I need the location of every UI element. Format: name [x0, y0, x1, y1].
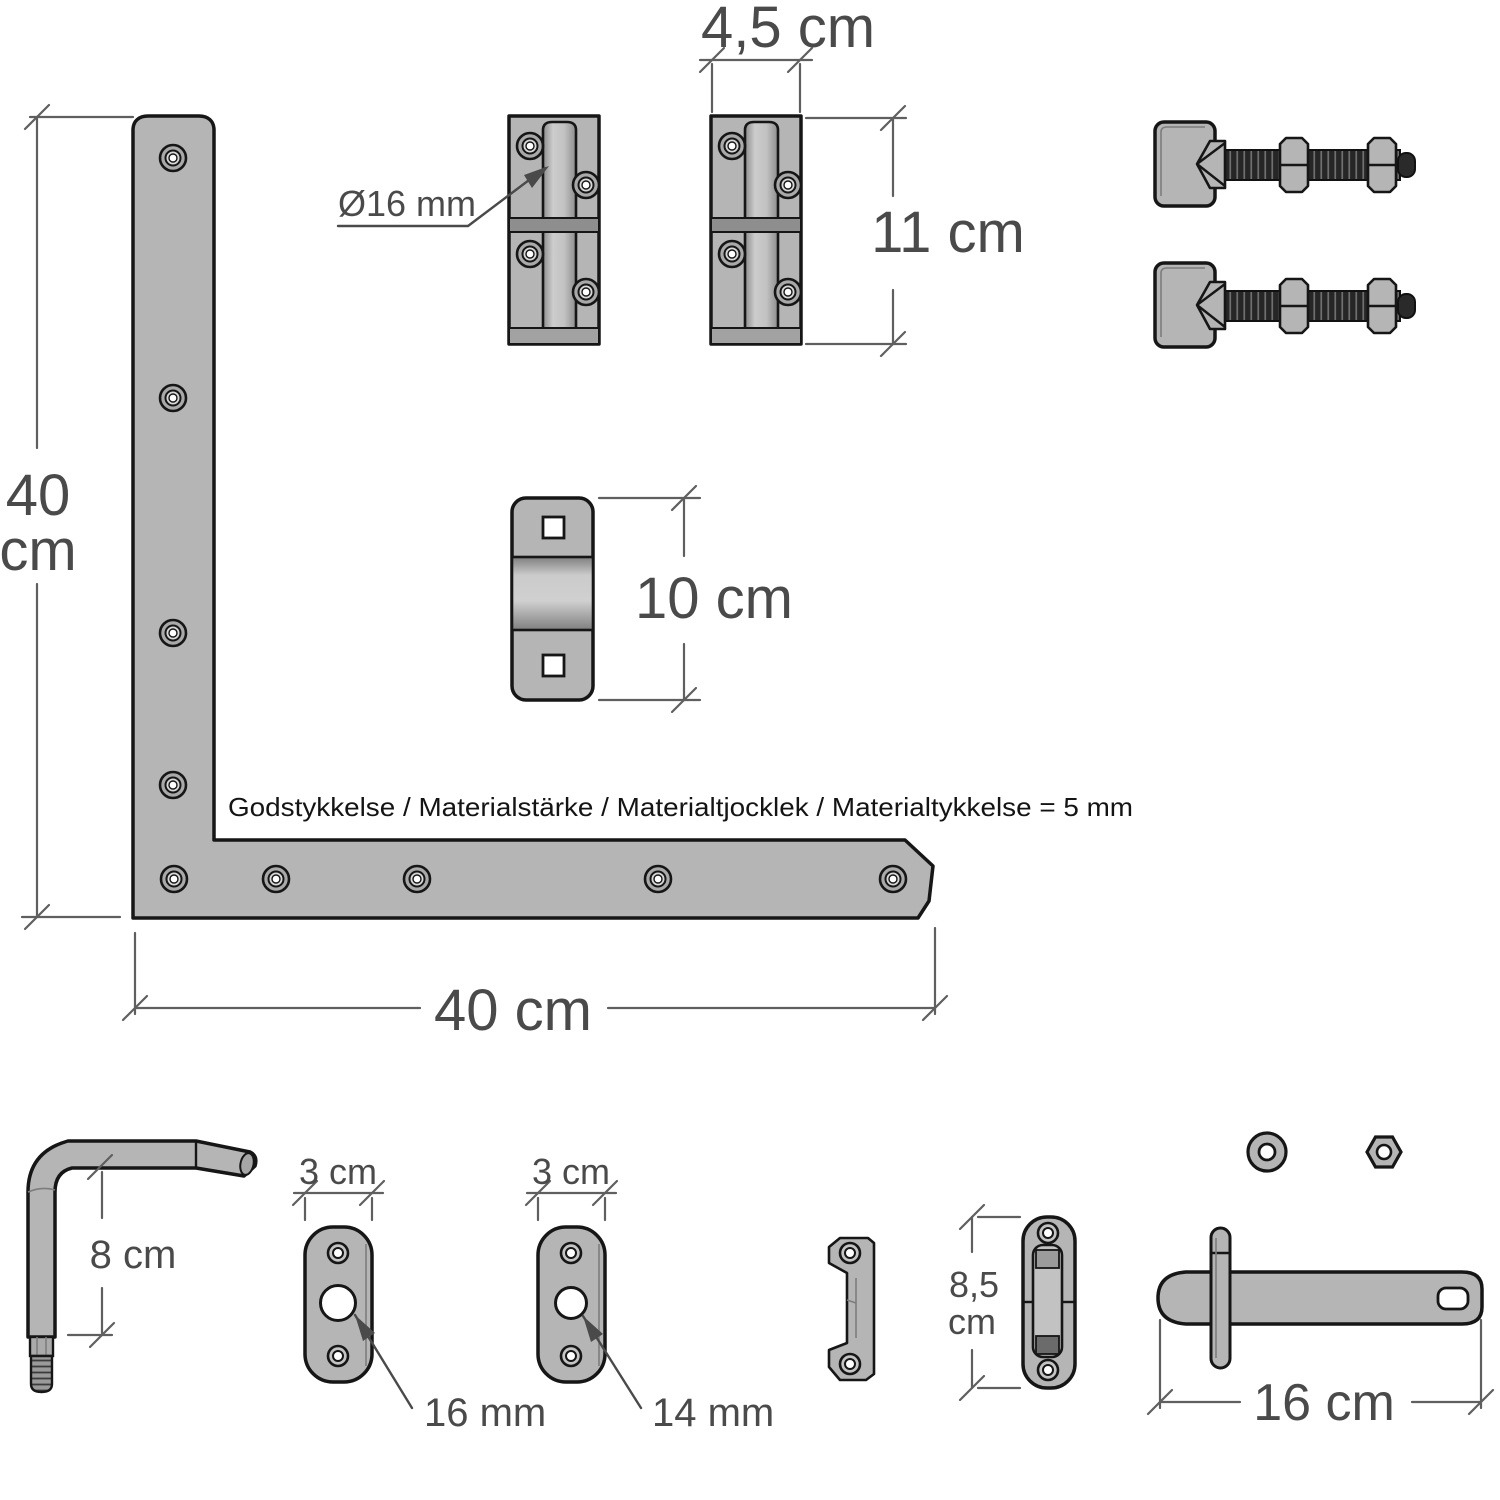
dim-hinge-width: 4,5 cm: [698, 0, 875, 114]
dim-label-hinge-width: 4,5 cm: [701, 0, 875, 60]
latch-bar-pin: [1209, 1226, 1232, 1370]
hinge-knuckle-gap: [508, 217, 600, 233]
mounting-plate-14mm: [536, 1225, 607, 1384]
pin-threaded-tip: [29, 1354, 54, 1394]
square-hole-bottom: [541, 653, 566, 678]
hex-nut: [1365, 1135, 1403, 1169]
dim-label-strap-width: 40 cm: [434, 978, 592, 1043]
hinge-knuckle-gap: [710, 217, 802, 233]
latch-slider-top: [1035, 1249, 1060, 1269]
bolt-head: [1195, 139, 1227, 190]
pin-tip-face: [239, 1152, 255, 1176]
square-hole-top: [541, 515, 566, 540]
dim-label-hinge-height: 11 cm: [871, 200, 1025, 265]
dim-strap-width: 40 cm: [121, 926, 949, 1043]
material-thickness-note: Godstykkelse / Materialstärke / Material…: [228, 792, 1133, 822]
washer: [1246, 1131, 1288, 1173]
hinge-plate-1: [507, 114, 601, 346]
center-hole-14mm: [554, 1286, 588, 1320]
hex-nut-on-rod: [1366, 277, 1398, 335]
hex-nut-on-rod: [1278, 136, 1310, 194]
rod-tip: [1397, 152, 1416, 178]
corner-pin-hook: [26, 1139, 258, 1394]
rod-tip: [1397, 293, 1416, 319]
callout-plate16-hole: 16 mm: [353, 1313, 546, 1435]
hinge-plate-2: [709, 114, 803, 346]
dim-bar-length: 16 cm: [1146, 1318, 1495, 1432]
dim-hinge-height: 11 cm: [804, 104, 1025, 358]
hex-nut-on-rod: [1278, 277, 1310, 335]
l-strap-body: [131, 114, 935, 920]
callout-label-14mm: 14 mm: [652, 1391, 774, 1435]
center-hole-16mm: [319, 1284, 357, 1322]
latch-keeper-body: [827, 1236, 876, 1382]
mounting-plate-16mm: [303, 1225, 374, 1384]
hinge-plate-1-foot: [508, 327, 600, 345]
center-roller-bracket: [510, 496, 595, 702]
hex-nut-on-rod: [1366, 136, 1398, 194]
callout-plate14-hole: 14 mm: [581, 1314, 774, 1435]
pin-hook-body: [26, 1139, 258, 1339]
adjustable-hinge-bolt-1: [1153, 120, 1416, 208]
callout-label-16mm: 16 mm: [424, 1391, 546, 1435]
dim-plate16-width: 3 cm: [291, 1151, 386, 1222]
dim-label-barrel-diameter: Ø16 mm: [338, 183, 476, 224]
latch-catch: [1021, 1215, 1077, 1390]
dim-label-roller-height: 10 cm: [635, 566, 793, 631]
dim-pin-height: 8 cm: [66, 1153, 177, 1349]
latch-bar: [1156, 1226, 1484, 1370]
dim-label-catch-height-value: 8,5: [949, 1264, 999, 1305]
dim-label-catch-height-unit: cm: [948, 1301, 996, 1342]
bolt-head: [1195, 280, 1227, 331]
dim-roller-height: 10 cm: [597, 484, 793, 714]
dim-label-bar-length: 16 cm: [1253, 1374, 1395, 1432]
dim-label-strap-height-unit: cm: [0, 518, 77, 583]
roller-sleeve: [510, 555, 595, 632]
latch-slider-bottom: [1035, 1335, 1060, 1355]
dim-label-plate16-width: 3 cm: [299, 1151, 377, 1192]
pin-collar: [28, 1335, 55, 1358]
dim-strap-height: 40 cm: [0, 103, 135, 931]
dim-plate14-width: 3 cm: [524, 1151, 619, 1222]
latch-keeper: [827, 1236, 876, 1382]
adjustable-hinge-bolt-2: [1153, 261, 1416, 349]
dim-label-plate14-width: 3 cm: [532, 1151, 610, 1192]
dim-catch-height: 8,5 cm: [948, 1203, 1022, 1402]
latch-bar-body: [1156, 1270, 1484, 1326]
latch-bar-slot: [1436, 1286, 1470, 1311]
dim-barrel-diameter: Ø16 mm: [336, 166, 549, 228]
latch-slider: [1031, 1243, 1064, 1359]
hinge-plate-2-foot: [710, 327, 802, 345]
l-strap-hinge: [131, 114, 935, 920]
dim-label-strap-height-value: 40: [6, 463, 71, 528]
dim-label-pin-height: 8 cm: [90, 1233, 177, 1277]
